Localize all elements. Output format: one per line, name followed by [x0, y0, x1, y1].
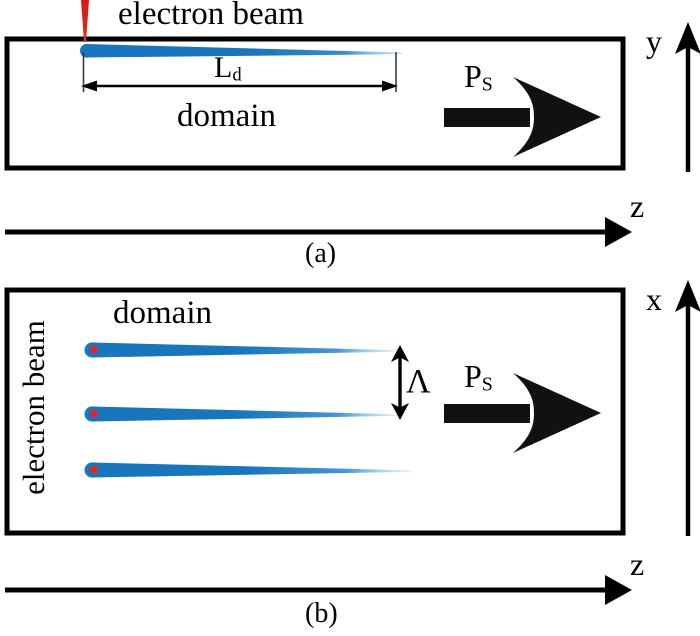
- polarization-label-panel-b: PS: [464, 360, 493, 395]
- domain-wedge-3-panel-b: [84, 462, 413, 478]
- z-axis-arrowhead-panel-a: [605, 217, 632, 247]
- period-label: Λ: [406, 363, 431, 400]
- y-axis-arrowhead-panel-a: [675, 22, 700, 54]
- domain-label-panel-a: domain: [177, 98, 276, 134]
- domain-seed-dot-3-panel-b: [90, 465, 98, 474]
- polarization-subscript-panel-b: S: [481, 373, 493, 396]
- z-axis-label-panel-a: z: [630, 188, 645, 224]
- domain-wedge-cap-panel-a: [80, 43, 94, 58]
- domain-wedge-panel-a: [80, 44, 402, 58]
- ld-arrowhead-right: [382, 80, 398, 92]
- domain-seed-dot-2-panel-b: [90, 409, 98, 418]
- x-axis-arrowhead-panel-b: [675, 280, 700, 312]
- polarization-symbol-panel-a: P: [464, 58, 482, 94]
- z-axis-label-panel-b: z: [630, 546, 645, 582]
- x-axis-label: x: [646, 281, 662, 317]
- polarization-arrow-panel-a: [444, 77, 601, 157]
- electron-beam-label-panel-a: electron beam: [118, 0, 304, 32]
- polarization-subscript-panel-a: S: [481, 73, 493, 96]
- domain-length-label: Ld: [214, 53, 242, 85]
- period-lambda-arrow: [391, 345, 409, 420]
- y-axis-label: y: [646, 23, 662, 59]
- domain-seed-dot-1-panel-b: [90, 345, 98, 354]
- polarization-arrow-panel-b: [444, 373, 601, 453]
- panel-caption-b: (b): [305, 598, 338, 629]
- electron-beam-label-panel-b: electron beam: [15, 320, 51, 495]
- electron-beam-arrow-panel-a: [81, 0, 89, 42]
- domain-wedge-1-panel-b: [84, 342, 401, 358]
- domain-length-subscript: d: [232, 64, 242, 86]
- z-axis-arrowhead-panel-b: [605, 575, 632, 605]
- crystal-box-panel-a: [4, 36, 626, 171]
- polarization-label-panel-a: PS: [464, 60, 493, 95]
- domain-label-panel-b: domain: [113, 295, 212, 331]
- domain-wedge-2-panel-b: [84, 406, 403, 422]
- polarization-symbol-panel-b: P: [464, 358, 482, 394]
- domain-length-symbol: L: [214, 51, 233, 84]
- panel-caption-a: (a): [305, 238, 337, 269]
- ld-arrowhead-left: [81, 80, 97, 92]
